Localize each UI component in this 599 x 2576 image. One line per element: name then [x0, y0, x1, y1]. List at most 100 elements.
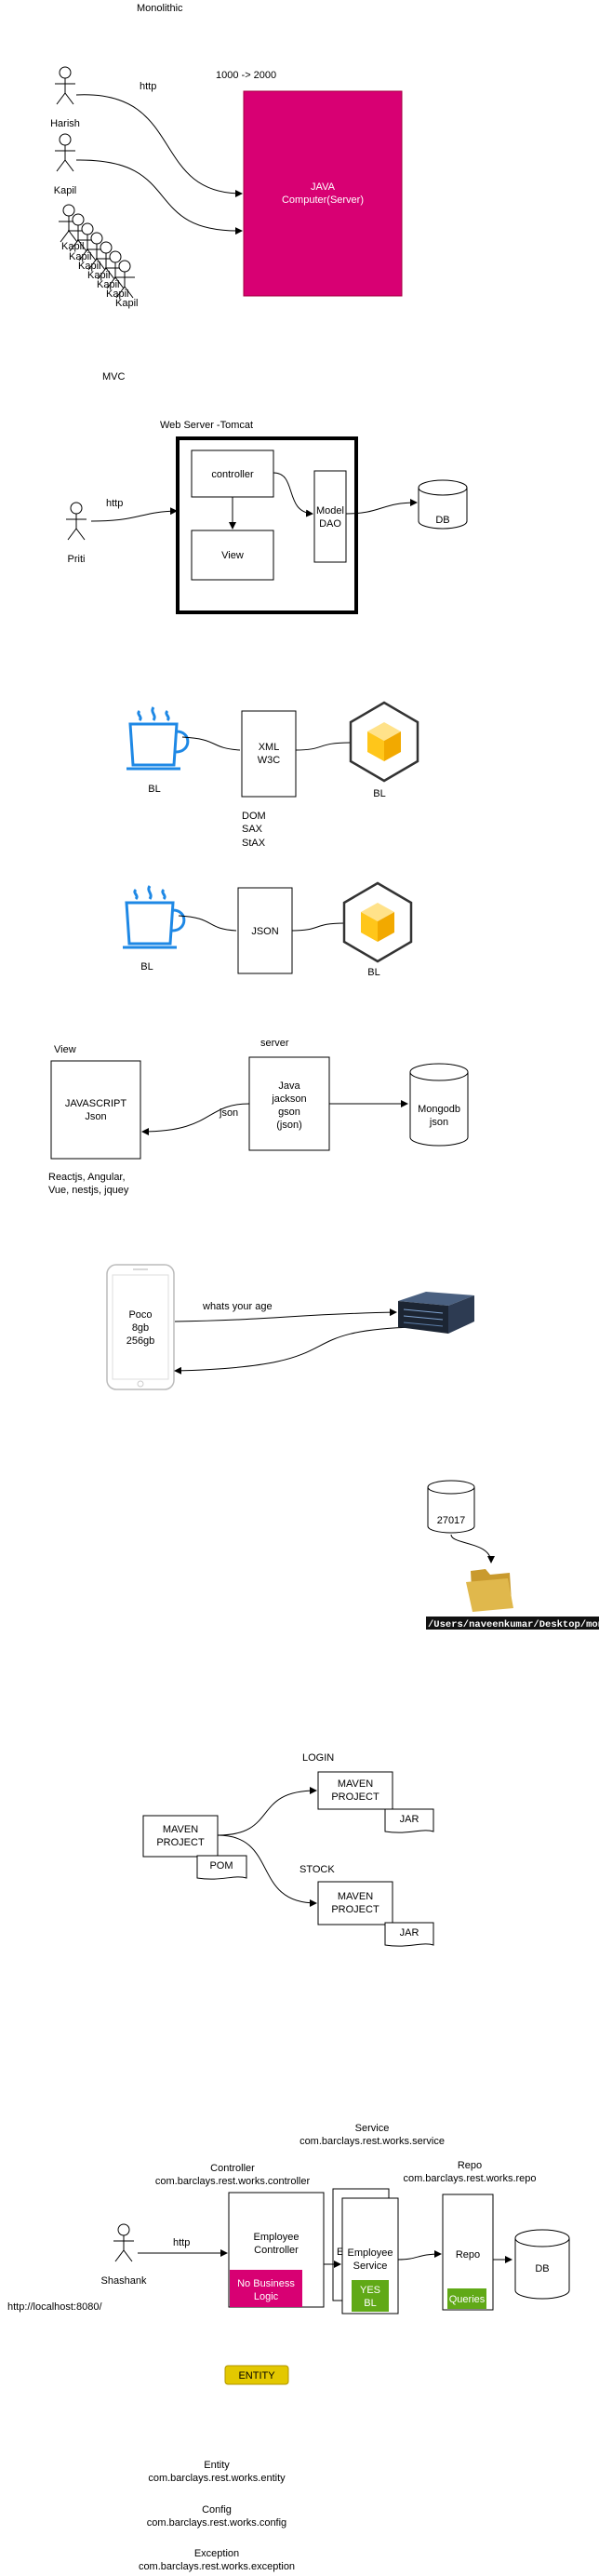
maven-login-line1: MAVEN: [338, 1778, 373, 1790]
mongo-db-path: /Users/naveenkumar/Desktop/mongo-db: [428, 1619, 599, 1630]
json-to-bl-connector: [291, 922, 345, 932]
json-label: JSON: [251, 926, 278, 937]
user-actor-priti: [65, 502, 87, 541]
user-label-shashank: Shashank: [101, 2275, 147, 2287]
xml-w3c-box: [241, 710, 297, 798]
path-highlight: [426, 1617, 599, 1630]
parser-dom: DOM: [242, 811, 266, 822]
phone-section: Poco 8gb 256gb whats your age: [106, 1264, 474, 1390]
javascript-view-box: [50, 1060, 141, 1160]
maven-stock-line1: MAVEN: [338, 1891, 373, 1902]
user-actor-kapil: [54, 133, 76, 172]
phone-line-ram: 8gb: [132, 1322, 149, 1334]
crowd-label: Kapil: [61, 241, 84, 252]
jar-label-login: JAR: [400, 1814, 419, 1825]
request-arrow: [174, 1308, 397, 1322]
port-to-folder-arrow: [450, 1534, 495, 1563]
user-actor-shashank: [113, 2223, 135, 2262]
jar-label-stock: JAR: [400, 1927, 419, 1939]
yes-business-logic-badge: [352, 2280, 389, 2312]
repo-label: Repo: [456, 2249, 480, 2261]
crowd-label: Kapil: [106, 288, 128, 300]
maven-login-line2: PROJECT: [331, 1791, 379, 1803]
server-line-json: (json): [276, 1120, 302, 1131]
mvc-title: MVC: [102, 371, 126, 382]
exception-package: com.barclays.rest.works.exception: [139, 2561, 295, 2572]
no-business-logic-badge: [230, 2270, 302, 2307]
login-label: LOGIN: [302, 1752, 334, 1764]
priti-request-arrow: [90, 507, 178, 522]
controller-label: controller: [211, 469, 254, 480]
model-label: Model: [316, 505, 344, 517]
maven-stock-box: [317, 1881, 393, 1925]
http-label: http: [106, 498, 123, 509]
java-server-line2: Computer(Server): [282, 195, 364, 206]
crowd-label: Kapil: [87, 270, 110, 281]
server-line-gson: gson: [278, 1107, 300, 1118]
db-label: DB: [435, 515, 449, 526]
monolithic-title: Monolithic: [137, 3, 183, 14]
controller-to-model-arrow: [273, 472, 313, 517]
javascript-label: JAVASCRIPT: [65, 1098, 126, 1109]
java-server-line1: JAVA: [311, 181, 336, 193]
service-package: com.barclays.rest.works.service: [300, 2136, 445, 2147]
phone-line-storage: 256gb: [126, 1335, 155, 1347]
capacity-label: 1000 -> 2000: [216, 70, 276, 81]
user-label-kapil: Kapil: [54, 185, 76, 196]
root-to-login-arrow: [217, 1787, 317, 1836]
controller-line1: Employee: [254, 2232, 300, 2243]
maven-root-box: [142, 1815, 219, 1858]
xml-to-bl-connector: [295, 742, 351, 751]
db-label: DB: [535, 2263, 549, 2274]
user-actor-harish: [54, 66, 76, 105]
root-to-stock-arrow: [217, 1834, 317, 1907]
queries-badge: [447, 2288, 486, 2309]
bl-left-label: BL: [140, 961, 153, 973]
yes-bl-line1: YES: [360, 2285, 380, 2296]
user-label-priti: Priti: [68, 554, 86, 565]
bl-right-label: BL: [373, 788, 385, 799]
service-to-repo-arrow: [397, 2250, 442, 2261]
kapil-request-arrow: [75, 159, 243, 235]
service-line1: Employee: [348, 2247, 393, 2259]
maven-section: LOGIN STOCK MAVEN PROJECT POM MAVEN PROJ…: [142, 1752, 434, 1947]
server-hardware-icon: [398, 1292, 474, 1334]
service-stack-letter: E: [337, 2247, 343, 2258]
maven-root-line1: MAVEN: [163, 1824, 198, 1835]
coffee-cup-icon: [123, 885, 186, 949]
http-label: http: [140, 81, 156, 92]
user-label-harish: Harish: [50, 118, 80, 129]
crowd-label: Kapil: [115, 298, 138, 309]
config-title: Config: [202, 2504, 232, 2516]
view-title: View: [54, 1044, 76, 1055]
json-transfer-label: json: [219, 1107, 238, 1119]
w3c-label: W3C: [258, 755, 281, 766]
db-cylinder: [514, 2229, 570, 2300]
crowd-label: Kapil: [69, 251, 91, 262]
frameworks-line1: Reactjs, Angular,: [48, 1172, 126, 1183]
jar-document-stock: [384, 1922, 434, 1947]
response-arrow: [174, 1326, 416, 1375]
bl-to-json-connector: [178, 915, 237, 932]
coffee-cup-icon: [126, 706, 190, 771]
server-to-view-arrow: [141, 1103, 250, 1135]
repo-title: Repo: [458, 2160, 482, 2171]
crowd-label: Kapil: [97, 279, 119, 290]
question-label: whats your age: [202, 1301, 273, 1312]
maven-stock-line2: PROJECT: [331, 1904, 379, 1915]
controller-title: Controller: [210, 2163, 255, 2174]
config-package: com.barclays.rest.works.config: [147, 2517, 286, 2529]
mongodb-json-label: json: [429, 1117, 448, 1128]
exception-title: Exception: [194, 2548, 239, 2559]
monolithic-section: Monolithic Harish Kapil http 1000 -> 200…: [50, 3, 403, 309]
cube-icon: [342, 881, 413, 963]
layered-architecture-section: Service com.barclays.rest.works.service …: [7, 2123, 570, 2385]
parser-sax: SAX: [242, 824, 263, 835]
stock-label: STOCK: [300, 1864, 335, 1875]
folder-icon: [466, 1569, 513, 1612]
user-crowd: Kapil Kapil Kapil Kapil Kapil Kapil Kapi…: [58, 204, 138, 309]
yes-bl-line2: BL: [364, 2298, 376, 2309]
view-label: View: [221, 550, 244, 561]
json-section: BL JSON BL: [123, 881, 413, 978]
